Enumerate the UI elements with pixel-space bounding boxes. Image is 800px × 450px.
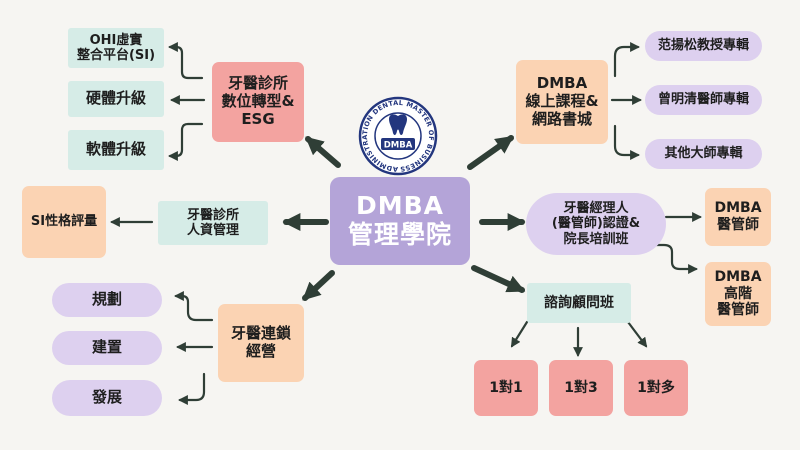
node-one-to-one: 1對1 [474, 360, 538, 416]
node-plan: 規劃 [52, 283, 162, 317]
node-prof-fan-collection: 范揚松教授專輯 [645, 31, 762, 61]
node-online-courses: DMBA 線上課程& 網路書城 [516, 60, 608, 144]
dmba-seal-logo: ADMINISTRATION DENTAL MASTER OF BUSINESS… [358, 96, 438, 176]
node-ohi-platform: OHI虛實 整合平台(SI) [68, 28, 164, 68]
arrow-online-prof-fan [613, 42, 640, 78]
arrow-digital-ohi [168, 42, 204, 80]
node-dr-tseng-collection: 曾明清醫師專輯 [645, 85, 762, 115]
arrow-to-consulting [471, 265, 526, 293]
arrow-digital-software [168, 122, 204, 161]
node-software-upgrade: 軟體升級 [68, 130, 164, 170]
node-consulting-class: 諮詢顧問班 [527, 283, 631, 323]
node-develop: 發展 [52, 380, 162, 416]
arrow-chain-develop [178, 372, 206, 405]
node-certification-program: 牙醫經理人 (醫管師)認證& 院長培訓班 [526, 193, 666, 255]
node-dmba-senior-manager: DMBA 高階 醫管師 [705, 262, 771, 326]
arrow-to-digital [305, 136, 341, 168]
node-chain-operation: 牙醫連鎖 經營 [218, 304, 304, 382]
node-build: 建置 [52, 331, 162, 365]
arrow-consult-1to1 [510, 320, 529, 348]
arrow-to-chain [302, 270, 335, 301]
seal-inner-text: DMBA [384, 141, 413, 151]
node-digital-transformation: 牙醫診所 數位轉型& ESG [212, 62, 304, 142]
arrow-to-online [467, 135, 514, 170]
node-other-masters-collection: 其他大師專輯 [645, 139, 762, 169]
node-si-personality-assessment: SI性格評量 [22, 186, 106, 258]
arrow-cert-senior [648, 243, 698, 274]
node-one-to-many: 1對多 [624, 360, 688, 416]
arrow-online-others [613, 124, 640, 160]
node-dmba-manager: DMBA 醫管師 [705, 188, 771, 246]
node-one-to-three: 1對3 [549, 360, 613, 416]
node-hr-management: 牙醫診所 人資管理 [158, 201, 268, 245]
center-dmba-school: DMBA 管理學院 [330, 177, 470, 265]
arrow-consult-1tomany [626, 320, 648, 348]
node-hardware-upgrade: 硬體升級 [68, 81, 164, 117]
arrow-chain-plan [174, 291, 214, 322]
